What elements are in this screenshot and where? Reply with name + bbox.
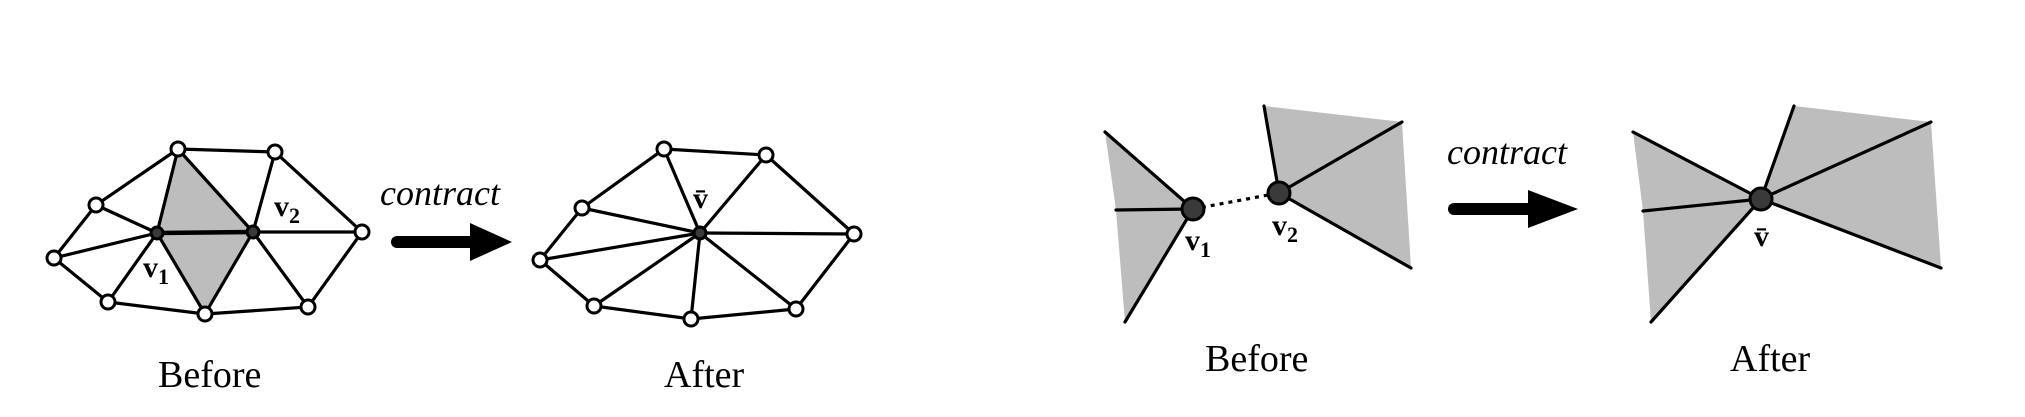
pair-contraction-panel: v1 v2 Before contract v̄ After xyxy=(1103,104,1943,380)
spoke xyxy=(592,231,702,308)
pair-before-mesh: v1 v2 xyxy=(1103,104,1413,324)
vertex-v2-label: v2 xyxy=(274,190,300,228)
left-wedge-edge-mid xyxy=(1114,207,1195,212)
left-wedge-edge-bottom xyxy=(1123,207,1195,324)
left-wedge xyxy=(1633,132,1761,322)
boundary-vertex xyxy=(196,305,214,323)
edge-v1-c xyxy=(52,231,159,260)
right-wedge xyxy=(1264,106,1411,268)
spoke xyxy=(689,231,702,321)
vertex-v2 xyxy=(245,224,261,240)
vertex-v2 xyxy=(1266,180,1292,206)
left-wedge-edge-top xyxy=(1631,130,1763,201)
vertex-v1-label: v1 xyxy=(143,251,169,289)
spoke xyxy=(580,206,702,235)
left-wedge-edge-top xyxy=(1103,130,1195,211)
vertex-v1 xyxy=(149,225,165,241)
virtual-pair-edge xyxy=(1192,191,1280,211)
spoke xyxy=(698,153,768,235)
boundary-vertex xyxy=(353,223,371,241)
boundary-vertex xyxy=(299,298,317,316)
vertex-v1-label: v1 xyxy=(1185,224,1211,262)
spoke xyxy=(662,147,702,235)
edge-after-caption: After xyxy=(664,354,745,396)
merged-vertex xyxy=(1748,186,1774,212)
edge-v2-b xyxy=(251,150,277,234)
edge-contraction-panel: v1 v2 Before contract xyxy=(45,140,863,396)
edge-contract-arrow-icon xyxy=(391,223,512,261)
edge-v1-b xyxy=(94,203,159,235)
right-wedge-edge-top xyxy=(1262,104,1281,195)
boundary-vertex xyxy=(757,146,775,164)
right-wedge-edge-mid xyxy=(1759,120,1933,201)
left-wedge-edge-mid xyxy=(1641,197,1763,213)
boundary-vertex xyxy=(573,199,591,217)
edge-v1-e xyxy=(155,231,207,316)
boundary-vertex xyxy=(45,249,63,267)
edge-after-mesh: v̄ xyxy=(531,140,863,328)
left-wedge xyxy=(1105,132,1193,322)
boundary-vertex xyxy=(531,251,549,269)
merged-vertex-label: v̄ xyxy=(1754,220,1769,253)
pair-after-caption: After xyxy=(1730,338,1811,380)
boundary-vertex xyxy=(845,225,863,243)
merged-vertex-label: v̄ xyxy=(693,182,708,215)
shaded-triangle-lower xyxy=(157,232,253,314)
boundary-vertex xyxy=(87,196,105,214)
vertex-v2-label: v2 xyxy=(1272,209,1298,247)
pair-after-mesh: v̄ xyxy=(1631,104,1943,324)
edge-contract-label: contract xyxy=(380,173,501,213)
edge-before-mesh: v1 v2 xyxy=(45,140,371,323)
boundary-vertex xyxy=(266,143,284,161)
edge-v2-d xyxy=(251,230,310,309)
edge-v1-v2 xyxy=(154,229,256,236)
spoke xyxy=(698,231,798,311)
vertex-v1 xyxy=(1180,196,1206,222)
right-wedge-edge-bottom xyxy=(1759,197,1943,270)
right-wedge-edge-top xyxy=(1759,104,1796,201)
edge-v2-e xyxy=(203,230,255,316)
boundary-vertex xyxy=(787,300,805,318)
edge-v1-d xyxy=(106,231,159,304)
boundary-vertex xyxy=(585,297,603,315)
right-wedge xyxy=(1761,106,1941,268)
pair-before-caption: Before xyxy=(1205,338,1308,380)
merged-vertex xyxy=(692,225,708,241)
boundary-vertex xyxy=(682,310,700,328)
pair-contract-arrow-icon xyxy=(1448,190,1578,228)
spoke xyxy=(698,231,856,236)
right-wedge-edge-bottom xyxy=(1277,191,1413,270)
edge-v2-a xyxy=(176,147,255,234)
edge-v1-a xyxy=(155,147,180,235)
left-wedge-edge-bottom xyxy=(1649,197,1763,324)
right-wedge-edge-mid xyxy=(1277,120,1404,195)
boundary-vertex xyxy=(655,140,673,158)
edge-before-caption: Before xyxy=(158,354,261,396)
boundary-vertex xyxy=(99,293,117,311)
pair-contract-label: contract xyxy=(1447,132,1568,172)
spoke xyxy=(538,231,702,262)
boundary-vertex xyxy=(169,140,187,158)
shaded-triangle-upper xyxy=(157,149,253,233)
